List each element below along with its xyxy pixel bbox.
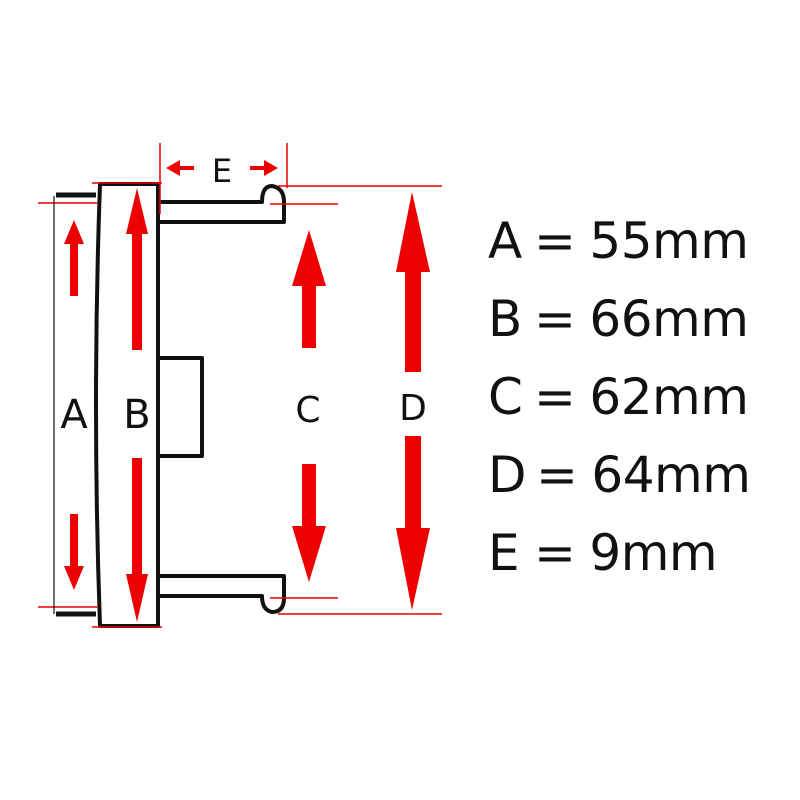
- spec-value: 66mm: [589, 290, 749, 348]
- spec-letter: B: [488, 290, 522, 348]
- arrow-c-up-shaft: [302, 284, 316, 348]
- cap-outline: [94, 182, 286, 628]
- arrow-d-down-head: [396, 528, 430, 610]
- spec-row-d: D=64mm: [488, 442, 751, 520]
- label-a: A: [60, 392, 88, 438]
- arrow-a-down-shaft: [70, 514, 78, 566]
- spec-equals: =: [536, 446, 578, 504]
- spec-equals: =: [534, 290, 576, 348]
- label-d: D: [399, 388, 427, 429]
- spec-row-b: B=66mm: [488, 286, 750, 364]
- arrow-c-up-head: [292, 230, 326, 286]
- arrow-c: [292, 230, 326, 582]
- arrow-e-left-shaft: [178, 166, 194, 170]
- arrow-b: [126, 188, 148, 622]
- spec-row-a: A=55mm: [488, 208, 750, 286]
- spec-equals: =: [534, 212, 576, 270]
- spec-letter: C: [488, 368, 523, 426]
- guide-lines: [38, 143, 442, 628]
- arrow-e-left-head: [166, 160, 180, 176]
- spec-value: 62mm: [589, 368, 749, 426]
- arrow-d-up-head: [396, 192, 430, 272]
- spec-equals: =: [534, 368, 576, 426]
- arrow-a-down-head: [64, 566, 84, 590]
- arrow-e-right-head: [264, 160, 278, 176]
- arrow-e-right-shaft: [250, 166, 266, 170]
- arrow-a-up-shaft: [70, 244, 78, 296]
- spec-row-c: C=62mm: [488, 364, 750, 442]
- spec-list: A=55mm B=66mm C=62mm D=64mm E=9mm: [488, 208, 751, 598]
- spec-value: 9mm: [589, 524, 718, 582]
- arrow-d: [396, 192, 430, 610]
- arrow-b-up-shaft: [132, 232, 142, 350]
- arrow-a-up-head: [64, 220, 84, 244]
- label-c: C: [295, 390, 320, 431]
- spec-value: 64mm: [591, 446, 751, 504]
- cap-front-face: [94, 182, 160, 628]
- spec-letter: A: [488, 212, 522, 270]
- arrow-d-down-shaft: [405, 436, 421, 530]
- label-b: B: [123, 392, 150, 438]
- cap-bottom-clip: [158, 574, 286, 614]
- arrow-d-up-shaft: [405, 270, 421, 372]
- cap-top-clip: [158, 184, 286, 224]
- arrow-c-down-head: [292, 526, 326, 582]
- spec-equals: =: [534, 524, 576, 582]
- arrow-b-up-head: [126, 188, 148, 234]
- arrow-b-down-shaft: [132, 458, 142, 576]
- spec-letter: E: [488, 524, 520, 582]
- arrow-a: [64, 220, 84, 590]
- arrow-c-down-shaft: [302, 464, 316, 528]
- arrow-b-down-head: [126, 574, 148, 622]
- spec-value: 55mm: [589, 212, 749, 270]
- diagram-labels: A B C D E: [60, 152, 427, 438]
- arrow-e: [166, 160, 278, 176]
- spec-row-e: E=9mm: [488, 520, 750, 598]
- cap-center-tab: [158, 356, 204, 458]
- label-e: E: [212, 152, 232, 190]
- spec-letter: D: [488, 446, 527, 504]
